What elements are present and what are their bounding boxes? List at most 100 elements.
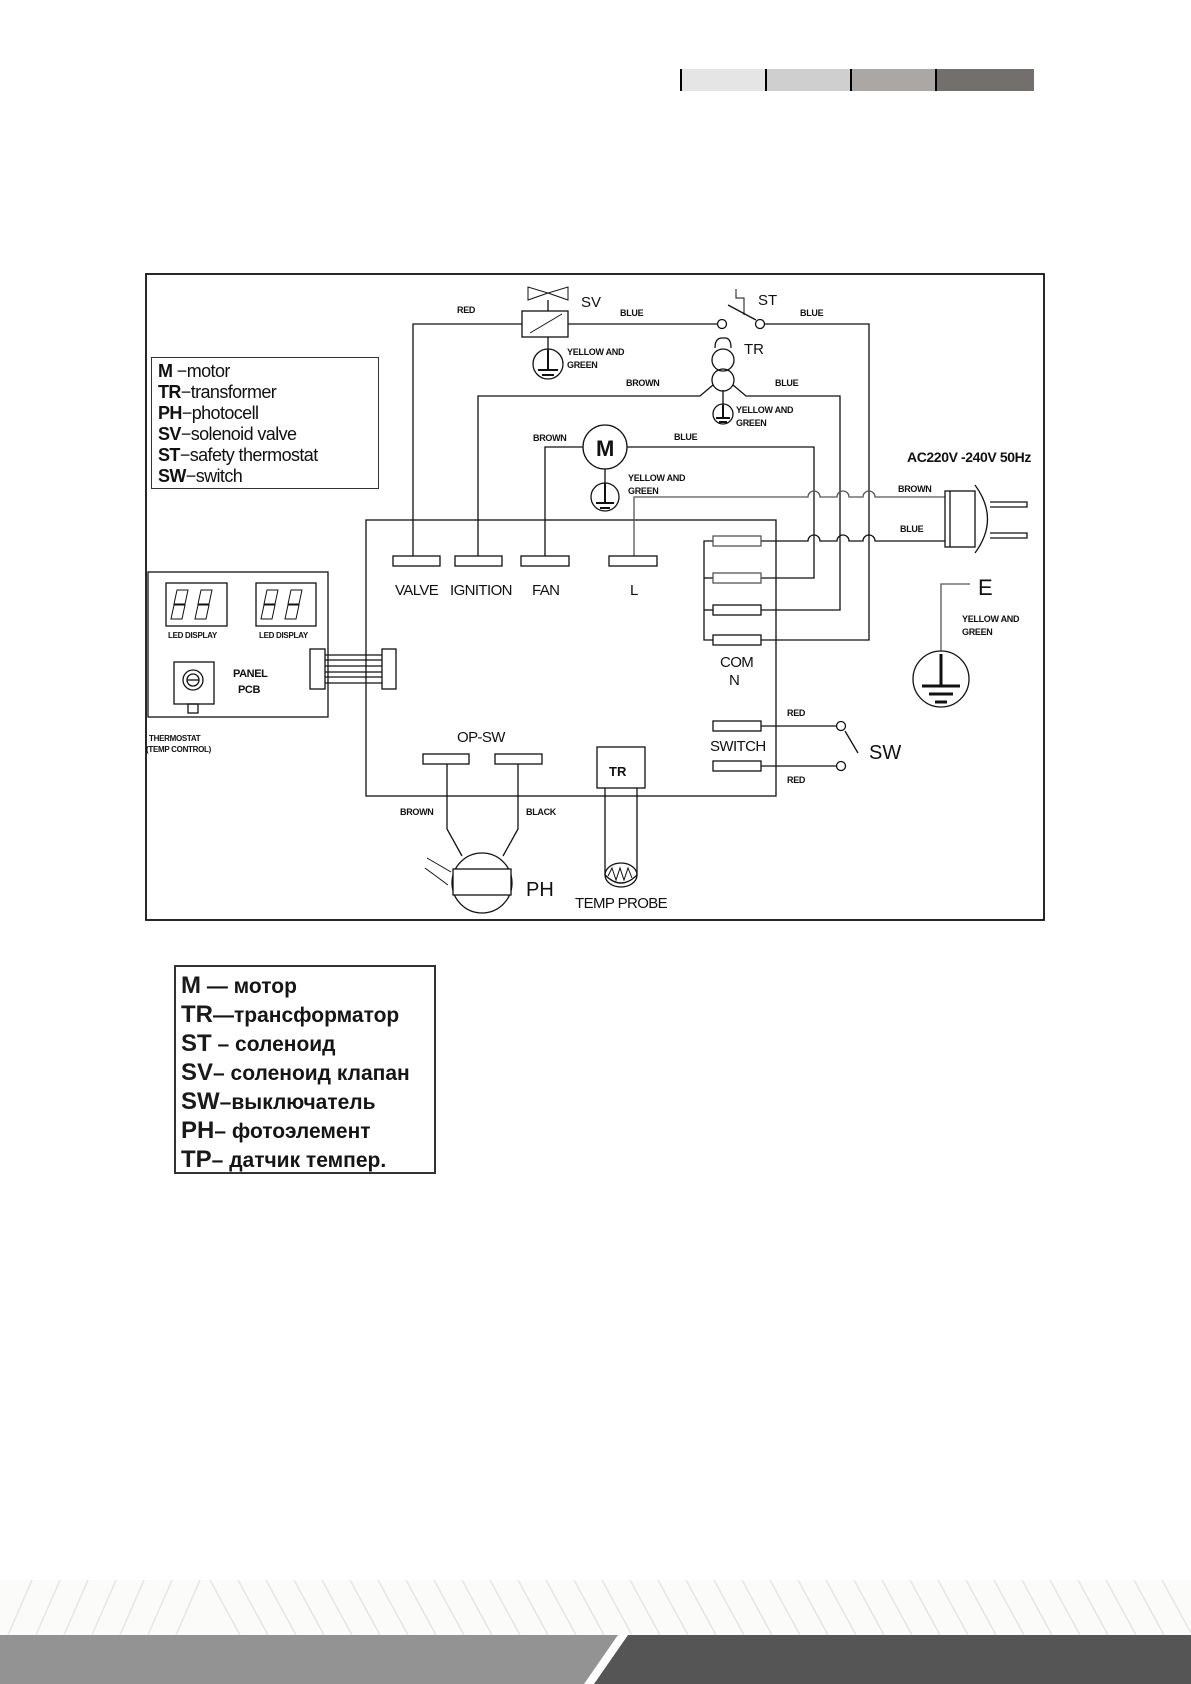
legend-english: M −motor TR−transformer PH−photocell SV−… [151,357,379,489]
earth-label: GREEN [962,627,993,637]
legend-sep: – [213,1062,231,1085]
wire-label-brown: BROWN [533,433,567,443]
wire-label-black: BLACK [526,807,557,817]
legend-row: ST – соленоид [181,1030,434,1059]
header-color-bar [680,69,1034,91]
footer-dark-band [594,1635,1191,1684]
sv-label: SV [581,294,601,311]
sw-label: SW [869,742,901,764]
ribbon-cable [309,648,397,690]
earth-label: GREEN [628,486,659,496]
terminal-label-valve: VALVE [395,582,439,599]
legend-desc: трансформатор [234,1004,400,1027]
wire-blue-tr [732,384,841,611]
motor-earth-icon [590,482,620,512]
transformer-symbol [477,337,841,611]
motor-label: M [596,436,614,461]
legend-desc: motor [186,361,231,381]
legend-row: SW−switch [158,466,378,487]
legend-sep: — [201,975,234,998]
legend-russian: M — мотор TR—трансформатор ST – соленоид… [174,965,436,1174]
thermostat-label: (TEMP CONTROL) [146,745,212,754]
diagram-frame [145,273,1045,921]
earth-label: GREEN [736,418,767,428]
legend-abbr: PH [158,403,182,423]
temp-probe-label: TEMP PROBE [575,895,668,912]
legend-row: M — мотор [181,972,434,1001]
terminal-l [608,555,658,567]
thermostat-label: THERMOSTAT [149,734,201,743]
terminal-label-com: COM [720,654,753,671]
ph-label: PH [526,879,554,901]
panel-pcb-label: PCB [238,684,260,696]
legend-sep: – [214,1120,232,1143]
wire-label-blue: BLUE [800,308,824,318]
thermostat-knob [173,661,215,714]
legend-desc: соленоид клапан [230,1062,410,1085]
tr-box-label: TR [609,764,627,779]
com-terminal-block [703,535,762,646]
legend-abbr: ST [158,445,180,465]
header-bar-segment [935,69,1034,91]
footer-diagonal-stripes [7,1580,1191,1636]
footer-stripe-band [0,1580,1191,1635]
wire-label-brown: BROWN [626,378,660,388]
legend-sep: – [219,1091,232,1114]
legend-sep: − [180,424,192,444]
terminal-switch-1 [712,720,762,732]
header-bar-segment [680,69,765,91]
footer-decoration [0,1580,1191,1684]
legend-abbr: TR [158,382,181,402]
legend-abbr: M [181,972,201,999]
photocell-symbol [424,852,513,914]
legend-row: PH−photocell [158,403,378,424]
led-display-2 [255,582,317,627]
legend-row: SV– соленоид клапан [181,1059,434,1088]
wire-label-blue: BLUE [775,378,799,388]
legend-abbr: M [158,361,173,381]
wire-label-red: RED [787,775,806,785]
solenoid-valve-symbol [521,286,569,350]
terminal-switch-2 [712,760,762,772]
legend-desc: выключатель [231,1091,376,1114]
footer-light-band [0,1635,618,1684]
header-bar-segment [850,69,935,91]
legend-desc: solenoid valve [190,424,297,444]
sv-earth-icon [532,348,564,380]
wire-brown-mains [633,490,945,556]
legend-desc: safety thermostat [189,445,318,465]
legend-desc: transformer [190,382,277,402]
legend-sep: − [172,361,188,381]
terminal-label-l: L [630,582,638,599]
legend-abbr: TP [181,1146,212,1173]
legend-row: TR−transformer [158,382,378,403]
terminal-ignition [454,555,503,567]
wire-blue-mains [761,534,945,542]
terminal-fan [520,555,570,567]
legend-sep: – [211,1149,230,1172]
earth-label: YELLOW AND [736,405,794,415]
legend-row: SV−solenoid valve [158,424,378,445]
terminal-label-ignition: IGNITION [450,582,512,599]
earth-label: YELLOW AND [962,614,1020,624]
legend-row: SW–выключатель [181,1088,434,1117]
wire-label-brown: BROWN [400,807,434,817]
power-plug-icon [944,484,1028,554]
terminal-label-switch: SWITCH [710,738,766,755]
legend-sep: − [185,466,197,486]
legend-sep: − [180,382,192,402]
legend-abbr: ST [181,1030,212,1057]
panel-pcb-label: PANEL [233,668,268,680]
legend-row: ST−safety thermostat [158,445,378,466]
legend-abbr: SW [158,466,186,486]
wire-brown-ph [446,764,463,857]
legend-row: TR—трансформатор [181,1001,434,1030]
wire-brown-motor [544,446,583,556]
temp-probe-tr-box [596,746,646,789]
legend-sep: — [213,1004,234,1027]
led-display-1 [165,582,228,627]
legend-sep: − [181,403,193,423]
legend-desc: датчик темпер. [229,1149,387,1172]
switch-sw-symbol [761,720,859,772]
power-supply-label: AC220V -240V 50Hz [907,449,1031,465]
